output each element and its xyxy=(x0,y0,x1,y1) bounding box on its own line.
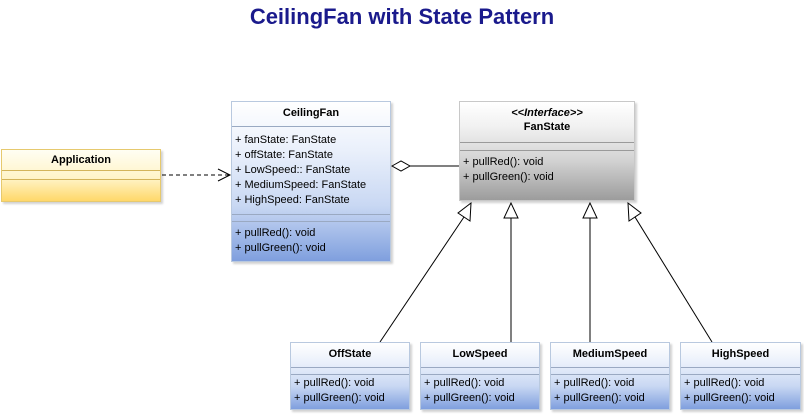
attribute: + LowSpeed:: FanState xyxy=(235,164,351,176)
operations-compartment: + pullRed(): void + pullGreen(): void xyxy=(460,150,634,185)
operations-compartment: + pullRed(): void + pullGreen(): void xyxy=(681,374,800,406)
interface-fanstate[interactable]: <<Interface>> FanState + pullRed(): void… xyxy=(459,101,635,201)
operation: + pullGreen(): void xyxy=(294,392,385,404)
class-highspeed[interactable]: HighSpeed + pullRed(): void + pullGreen(… xyxy=(680,342,801,410)
inheritance-arrow-offstate xyxy=(457,201,472,222)
class-name: OffState xyxy=(328,348,372,360)
attributes-compartment xyxy=(551,367,669,374)
operation: + pullRed(): void xyxy=(554,377,635,389)
class-mediumspeed[interactable]: MediumSpeed + pullRed(): void + pullGree… xyxy=(550,342,670,410)
class-lowspeed[interactable]: LowSpeed + pullRed(): void + pullGreen()… xyxy=(420,342,540,410)
class-offstate[interactable]: OffState + pullRed(): void + pullGreen()… xyxy=(290,342,410,410)
operations-compartment: + pullRed(): void + pullGreen(): void xyxy=(291,374,409,406)
attributes-compartment xyxy=(681,367,800,374)
operation: + pullRed(): void xyxy=(463,156,544,168)
operation: + pullGreen(): void xyxy=(424,392,515,404)
attributes-compartment xyxy=(421,367,539,374)
class-name: Application xyxy=(51,154,111,166)
class-name: MediumSpeed xyxy=(572,348,648,360)
operation: + pullGreen(): void xyxy=(463,171,554,183)
attributes-compartment xyxy=(460,142,634,150)
class-ceilingfan[interactable]: CeilingFan + fanState: FanState + offSta… xyxy=(231,101,391,262)
attributes-compartment xyxy=(291,367,409,374)
diagram-title: CeilingFan with State Pattern xyxy=(249,4,555,29)
separator xyxy=(232,214,390,221)
attributes-compartment: + fanState: FanState + offState: FanStat… xyxy=(232,126,390,214)
inheritance-arrow-highspeed xyxy=(627,201,642,222)
aggregation-diamond xyxy=(390,160,412,172)
attribute: + MediumSpeed: FanState xyxy=(235,179,367,191)
operation: + pullGreen(): void xyxy=(684,392,775,404)
operation: + pullRed(): void xyxy=(684,377,765,389)
attribute: + HighSpeed: FanState xyxy=(235,194,350,206)
interface-name: FanState xyxy=(523,121,571,133)
class-name: HighSpeed xyxy=(711,348,770,360)
class-name: CeilingFan xyxy=(282,107,340,119)
attribute: + offState: FanState xyxy=(235,149,333,161)
operations-compartment: + pullRed(): void + pullGreen(): void xyxy=(232,221,390,256)
attribute: + fanState: FanState xyxy=(235,134,337,146)
inheritance-arrow-lowspeed xyxy=(503,201,519,219)
inheritance-line-highspeed xyxy=(634,216,713,343)
operation: + pullRed(): void xyxy=(235,227,316,239)
inheritance-arrow-mediumspeed xyxy=(582,201,598,219)
operations-compartment: + pullRed(): void + pullGreen(): void xyxy=(551,374,669,406)
operation: + pullRed(): void xyxy=(294,377,375,389)
operation: + pullRed(): void xyxy=(424,377,505,389)
operation: + pullGreen(): void xyxy=(235,242,326,254)
attributes-compartment xyxy=(2,170,160,179)
inheritance-line-offstate xyxy=(379,216,465,343)
operation: + pullGreen(): void xyxy=(554,392,645,404)
operations-compartment: + pullRed(): void + pullGreen(): void xyxy=(421,374,539,406)
stereotype: <<Interface>> xyxy=(511,107,583,119)
class-name: LowSpeed xyxy=(452,348,508,360)
operations-compartment xyxy=(2,179,160,196)
dependency-arrowhead xyxy=(217,168,232,182)
class-application[interactable]: Application xyxy=(1,149,161,202)
